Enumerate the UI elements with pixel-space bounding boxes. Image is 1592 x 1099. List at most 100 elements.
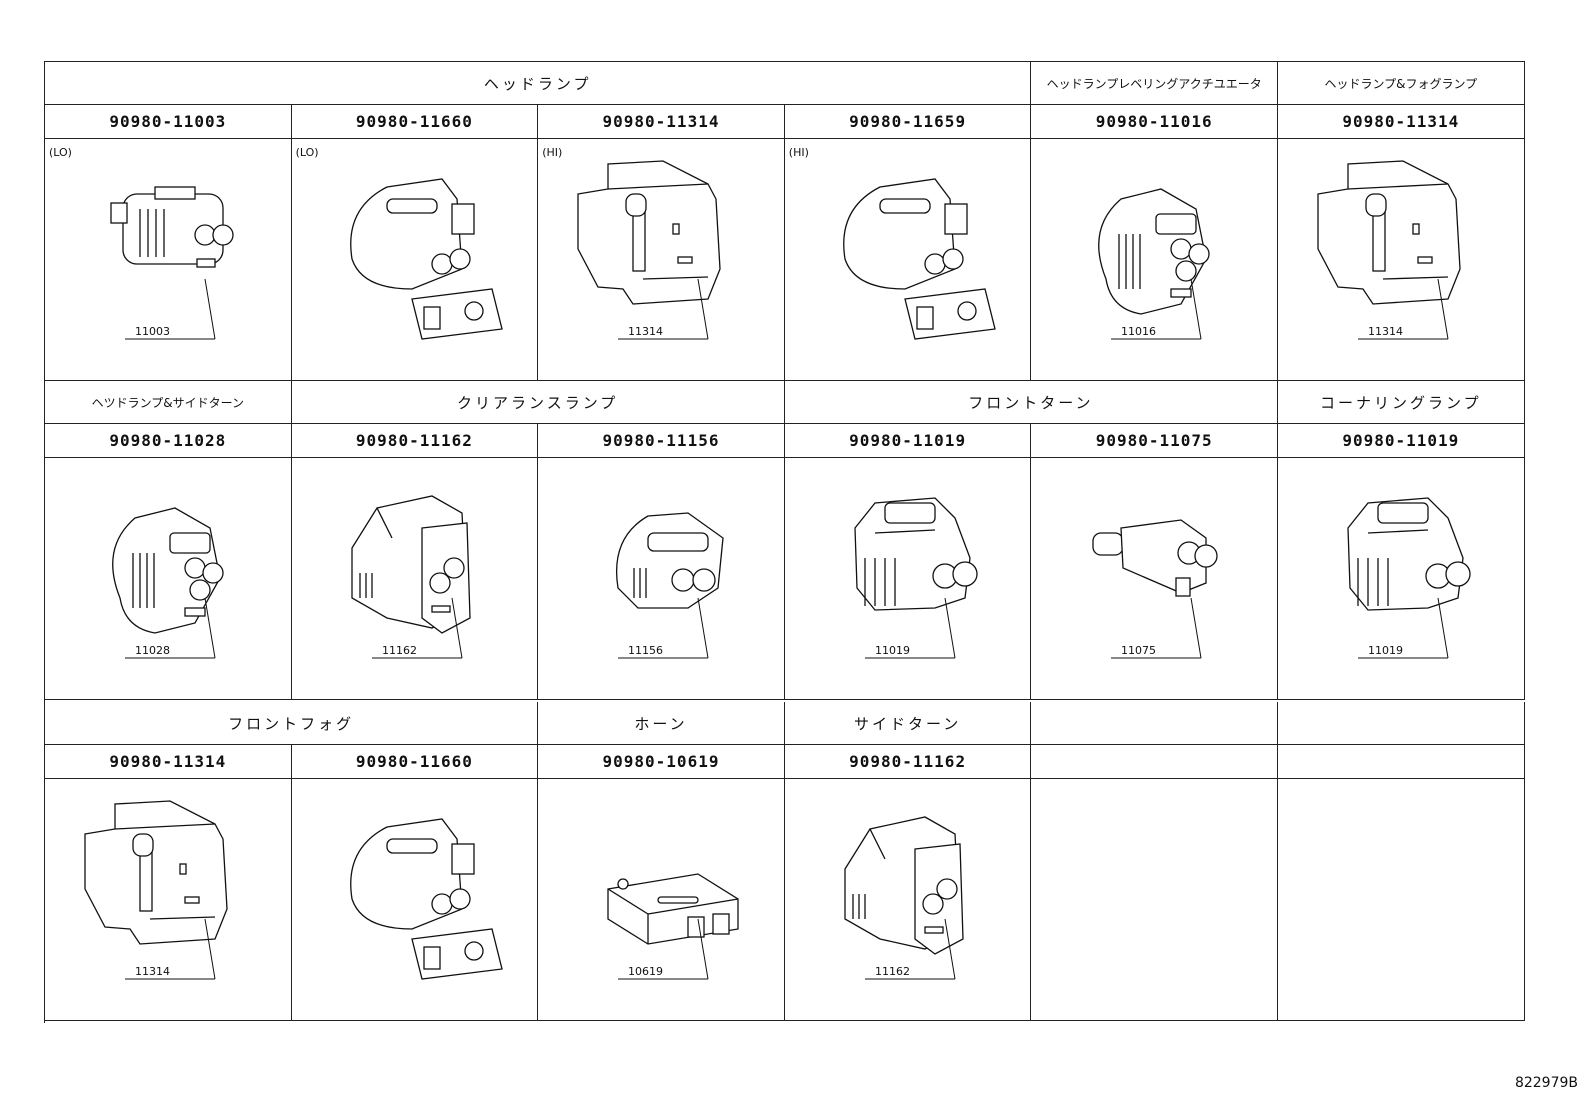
connector-drawing xyxy=(842,178,996,340)
connector-sketch xyxy=(842,178,996,340)
connector-image-cell xyxy=(1031,779,1278,1021)
callout-number: 11162 xyxy=(875,965,910,978)
connector-image-cell: 11075 xyxy=(1031,458,1278,700)
connector-sketch: 11314 xyxy=(577,160,721,340)
connector-drawing xyxy=(616,512,724,609)
part-number: 90980-11003 xyxy=(45,105,292,139)
callout-leader xyxy=(204,918,216,980)
callout-number: 11314 xyxy=(1368,325,1403,338)
part-number: 90980-11019 xyxy=(784,424,1032,458)
connector-sketch: 11019 xyxy=(1347,497,1471,659)
group-header: ヘッドランプ xyxy=(45,62,1032,105)
sheet-code: 822979B xyxy=(1514,1075,1578,1091)
connector-sketch: 11162 xyxy=(350,495,471,659)
position-label: (HI) xyxy=(542,146,563,159)
callout-leader xyxy=(697,278,709,340)
connector-sketch: 11162 xyxy=(844,816,964,980)
connector-sketch: 11003 xyxy=(110,186,234,340)
connector-image-cell: 11028 xyxy=(45,458,292,700)
group-header: ヘッドランプレベリングアクチユエータ xyxy=(1031,62,1278,105)
group-header: サイドターン xyxy=(784,702,1032,745)
connector-drawing xyxy=(350,495,471,634)
connector-sketch: 10619 xyxy=(607,873,739,980)
part-number: 90980-11162 xyxy=(784,745,1032,779)
callout-number: 11028 xyxy=(135,644,170,657)
connector-drawing xyxy=(110,186,234,268)
callout-number: 11156 xyxy=(628,644,663,657)
connector-sketch: 11019 xyxy=(854,497,978,659)
connector-sketch: 11016 xyxy=(1098,188,1211,340)
connector-drawing xyxy=(349,818,503,980)
connector-drawing xyxy=(854,497,978,611)
connector-image-cell: 10619 xyxy=(538,779,785,1021)
callout-leader xyxy=(1437,597,1449,659)
connector-image-cell: 11019 xyxy=(784,458,1032,700)
connector-drawing xyxy=(1347,497,1471,611)
connector-image-cell: (LO) 11003 xyxy=(45,139,292,381)
group-header xyxy=(1278,702,1525,745)
group-header: ホーン xyxy=(538,702,785,745)
connector-sketch: 11314 xyxy=(1317,160,1461,340)
part-number: 90980-11075 xyxy=(1031,424,1278,458)
connector-image-cell: (LO) xyxy=(291,139,539,381)
part-number: 90980-11314 xyxy=(538,105,785,139)
callout-leader xyxy=(204,278,216,340)
connector-image-cell: 11162 xyxy=(784,779,1032,1021)
position-label: (LO) xyxy=(295,146,319,159)
callout-leader xyxy=(451,597,463,659)
callout-leader xyxy=(697,918,709,980)
connector-image-cell: (HI) xyxy=(784,139,1032,381)
part-number: 90980-11660 xyxy=(291,745,539,779)
connector-drawing xyxy=(112,507,224,634)
connector-drawing xyxy=(844,816,964,955)
connector-image-cell: 11019 xyxy=(1278,458,1525,700)
callout-number: 11019 xyxy=(875,644,910,657)
connector-image-cell: 11156 xyxy=(538,458,785,700)
part-number: 90980-10619 xyxy=(538,745,785,779)
connector-image-cell: 11314 xyxy=(45,779,292,1021)
part-number xyxy=(1031,745,1278,779)
callout-number: 11016 xyxy=(1121,325,1156,338)
callout-number: 11075 xyxy=(1121,644,1156,657)
callout-leader xyxy=(1437,278,1449,340)
group-header: コーナリングランプ xyxy=(1278,381,1525,424)
connector-sketch: 11028 xyxy=(112,507,224,659)
connector-image-cell: 11314 xyxy=(1278,139,1525,381)
group-header: フロントターン xyxy=(784,381,1278,424)
part-number: 90980-11660 xyxy=(291,105,539,139)
callout-number: 11003 xyxy=(135,325,170,338)
callout-number: 10619 xyxy=(628,965,663,978)
part-number: 90980-11028 xyxy=(45,424,292,458)
connector-drawing xyxy=(84,800,228,945)
position-label: (LO) xyxy=(49,146,72,159)
connector-sketch: 11075 xyxy=(1092,519,1219,659)
connector-sketch xyxy=(349,178,503,340)
connector-image-cell xyxy=(291,779,539,1021)
group-header: ヘツドランプ&サイドターン xyxy=(45,381,292,424)
part-number: 90980-11314 xyxy=(45,745,292,779)
part-number: 90980-11019 xyxy=(1278,424,1525,458)
callout-leader xyxy=(944,597,956,659)
callout-leader xyxy=(697,597,709,659)
position-label: (HI) xyxy=(788,146,809,159)
callout-number: 11314 xyxy=(135,965,170,978)
connector-drawing xyxy=(607,873,739,945)
connector-drawing xyxy=(1092,519,1219,597)
callout-leader xyxy=(204,597,216,659)
group-header: クリアランスランプ xyxy=(291,381,785,424)
connector-drawing xyxy=(349,178,503,340)
connector-drawing xyxy=(1317,160,1461,305)
callout-leader xyxy=(1190,278,1202,340)
connector-sketch: 11314 xyxy=(84,800,228,980)
group-header: フロントフォグ xyxy=(45,702,539,745)
connector-drawing xyxy=(1098,188,1211,315)
part-number: 90980-11016 xyxy=(1031,105,1278,139)
part-number: 90980-11156 xyxy=(538,424,785,458)
callout-leader xyxy=(1190,597,1202,659)
connector-sketch: 11156 xyxy=(616,512,724,659)
connector-image-cell: (HI) 11314 xyxy=(538,139,785,381)
connector-drawing xyxy=(577,160,721,305)
part-number xyxy=(1278,745,1525,779)
connector-image-cell: 11162 xyxy=(291,458,539,700)
